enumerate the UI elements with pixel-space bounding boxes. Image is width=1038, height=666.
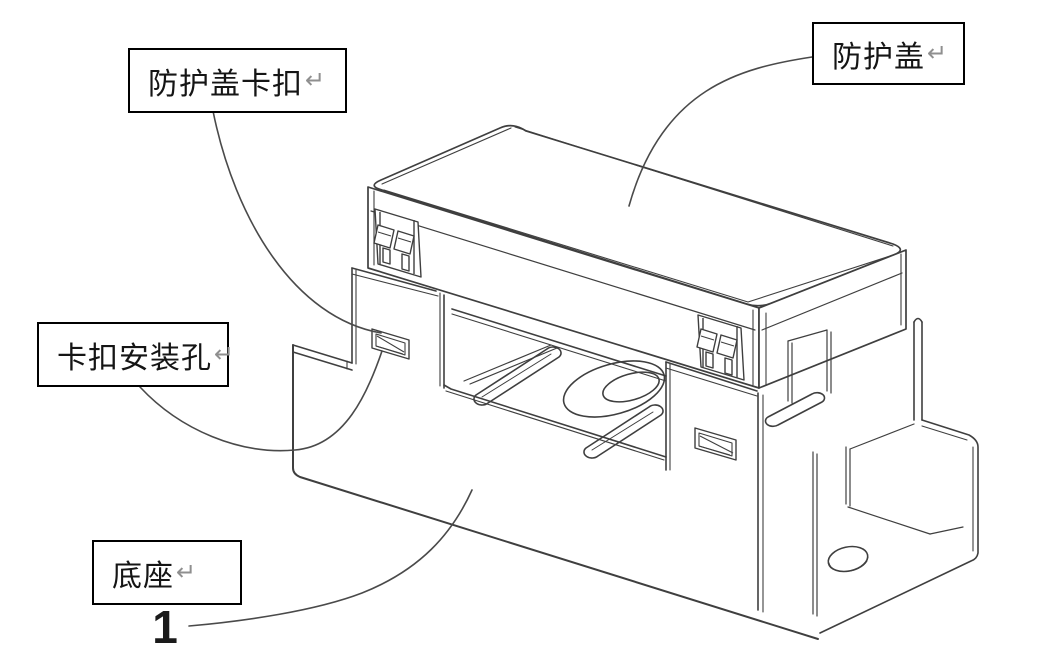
base-outline [292,267,979,640]
label-cover-clip: 防护盖卡扣 ↵ [128,48,347,113]
label-base-text: 底座 [112,559,174,593]
clip-mounting-hole-right-icon [694,427,737,461]
leader-lines [139,56,813,627]
return-mark-icon: ↵ [176,559,198,586]
leader-cover-clip [212,110,382,334]
label-protective-cover-text: 防护盖 [832,40,925,74]
label-clip-mounting-hole: 卡扣安装孔 ↵ [37,322,234,387]
return-mark-icon: ↵ [927,40,949,67]
label-base: 底座 ↵ [92,540,242,605]
clip-mounting-hole-left-icon [371,328,410,360]
leader-clip-mounting-hole [139,350,383,452]
leader-protective-cover [628,56,813,207]
return-mark-icon: ↵ [214,341,236,368]
return-mark-icon: ↵ [305,67,327,94]
label-clip-mounting-hole-text: 卡扣安装孔 [57,341,212,375]
cover-clip-right-icon [696,314,745,381]
label-cover-clip-text: 防护盖卡扣 [148,67,303,101]
part-number: 1 [152,601,178,653]
leader-base [188,489,473,627]
cover-clip-left-icon [373,208,422,278]
cover-outline [367,124,907,389]
label-protective-cover: 防护盖 ↵ [812,22,965,85]
